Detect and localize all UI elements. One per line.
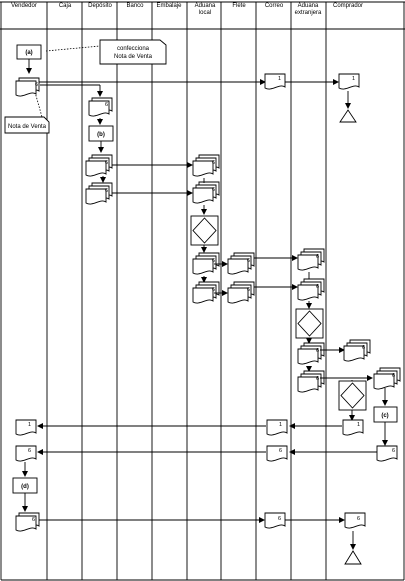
note-left-text: Nota de Venta <box>8 124 47 130</box>
lane-deposito: Depósito <box>88 3 112 9</box>
svg-text:6: 6 <box>212 258 215 264</box>
process-d: (d) <box>12 477 38 494</box>
svg-text:1: 1 <box>357 422 360 428</box>
process-c: (c) <box>373 406 398 423</box>
deposito-doc-1: 6 <box>88 97 113 117</box>
svg-text:6: 6 <box>392 373 395 379</box>
aduana-local-doc-4: 6 <box>192 281 220 304</box>
lane-headers: Vendedor Caja Depósito Banco Embalaje Ad… <box>0 0 405 30</box>
svg-text:6: 6 <box>279 448 282 454</box>
lane-dividers <box>46 2 327 580</box>
lane-comprador: Comprador <box>332 3 363 9</box>
aduana-ext-doc-4: 6 <box>297 370 325 393</box>
svg-text:6: 6 <box>212 160 215 166</box>
svg-text:6: 6 <box>316 376 319 382</box>
lane-caja: Caja <box>58 3 72 9</box>
lane-embalaje: Embalaje <box>156 3 182 9</box>
deposito-doc-3: 6 <box>85 182 113 205</box>
lane-aduana-extranjera: Aduana extranjera <box>294 3 322 16</box>
aduana-ext-doc-3: 6 <box>297 342 325 365</box>
vendedor-doc-3: 6 <box>15 445 37 462</box>
lane-aduana-local: Aduana local <box>194 3 216 16</box>
svg-text:(a): (a) <box>25 50 32 56</box>
correo-doc-2: 1 <box>266 419 288 436</box>
comprador-doc-4: 6 <box>344 512 366 529</box>
svg-text:(c): (c) <box>381 413 388 419</box>
correo-doc-4: 6 <box>264 512 286 529</box>
svg-text:6: 6 <box>316 348 319 354</box>
vendedor-doc-2: 1 <box>15 419 37 436</box>
process-a: (a) <box>16 44 42 60</box>
comprador-doc-3: 6 <box>373 367 401 390</box>
aduana-ext-doc-1: 6 <box>297 248 325 271</box>
note-left: Nota de Venta <box>4 91 50 134</box>
svg-text:6: 6 <box>392 448 395 454</box>
svg-text:6: 6 <box>357 516 360 522</box>
svg-text:1: 1 <box>28 422 31 428</box>
deposito-doc-2: 6 <box>85 154 113 177</box>
process-b: (b) <box>88 125 114 142</box>
check-diamond-1 <box>190 215 219 246</box>
aduana-local-doc-3: 6 <box>192 252 220 275</box>
svg-text:1: 1 <box>278 76 281 82</box>
lane-flete: Flete <box>232 3 246 9</box>
lane-banco: Banco <box>126 3 144 9</box>
vendedor-doc-1: 6 <box>15 77 40 97</box>
flete-doc-1: 6 <box>227 252 255 275</box>
aduana-local-doc-2: 6 <box>192 181 220 204</box>
aduana-local-doc-1: 6 <box>192 154 220 177</box>
comprador-doc-2: 6 <box>343 339 371 362</box>
svg-text:6: 6 <box>28 448 31 454</box>
svg-text:1: 1 <box>352 76 355 82</box>
lane-correo: Correo <box>264 3 284 9</box>
svg-text:(d): (d) <box>21 484 29 490</box>
check-diamond-3 <box>338 380 367 411</box>
check-diamond-2 <box>295 308 324 339</box>
svg-text:6: 6 <box>212 187 215 193</box>
file-triangle-1 <box>339 109 357 123</box>
svg-text:6: 6 <box>105 188 108 194</box>
svg-text:6: 6 <box>105 102 108 108</box>
aduana-ext-doc-2: 6 <box>297 278 325 301</box>
svg-text:6: 6 <box>247 287 250 293</box>
correo-doc-3: 6 <box>266 445 288 462</box>
svg-text:6: 6 <box>105 160 108 166</box>
svg-text:6: 6 <box>32 517 35 523</box>
svg-text:6: 6 <box>212 287 215 293</box>
flete-doc-2: 6 <box>227 281 255 304</box>
lane-vendedor: Vendedor <box>11 3 37 9</box>
file-triangle-2 <box>344 550 362 565</box>
svg-text:1: 1 <box>279 422 282 428</box>
vendedor-doc-4: 6 <box>15 512 40 532</box>
svg-text:6: 6 <box>316 284 319 290</box>
svg-text:6: 6 <box>362 345 365 351</box>
svg-text:6: 6 <box>278 516 281 522</box>
svg-text:(b): (b) <box>97 132 105 138</box>
comprador-doc-6: 6 <box>376 445 398 462</box>
comprador-doc-1: 1 <box>338 73 360 90</box>
svg-text:6: 6 <box>316 254 319 260</box>
svg-text:6: 6 <box>247 258 250 264</box>
comprador-doc-1b: 1 <box>342 419 364 436</box>
correo-doc-1: 1 <box>264 73 286 90</box>
svg-text:6: 6 <box>35 82 38 88</box>
